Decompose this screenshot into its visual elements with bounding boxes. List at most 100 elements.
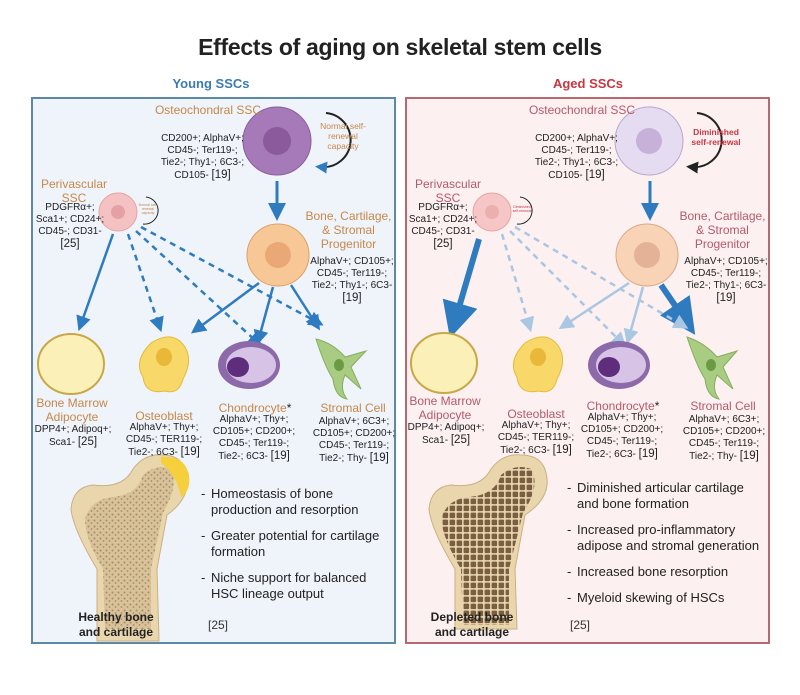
marker-line: CD105+; CD200+; [312,428,396,439]
aged-chondrocyte-label: Chondrocyte* [579,399,667,413]
figure-title: Effects of aging on skeletal stem cells [198,34,602,60]
healthy-femur-illustration [70,454,190,642]
marker-line: CD45-; CD31- [38,226,102,237]
aged-progenitor-cell [615,223,679,287]
differentiation-arrow [253,286,275,346]
marker-line: CD45-; TER119-; [497,432,575,443]
chondrocyte-cell [588,341,650,389]
aged-progenitor-label: Bone, Cartilage, & Stromal Progenitor [679,209,766,251]
young-adipocyte-label: Bone Marrow Adipocyte [36,396,108,424]
marker-line: PDGFRα+; [45,202,95,213]
aged-progenitor-markers: AlphaV+; CD105+; CD45-; Ter119-; Tie2-; … [682,256,770,304]
citation: [19] [369,452,389,464]
dashed-differentiation-arrow [135,230,263,348]
young-diagram-graphics [37,106,368,642]
marker-line: AlphaV+; 6C3+; [318,416,390,427]
reduced-differentiation-arrow [509,230,627,348]
marker-line: CD45-; CD31- [411,226,475,237]
outcome-item: Increased pro-inflammatory adipose and s… [567,522,767,554]
outcome-item: Niche support for balanced HSC lineage o… [201,570,391,602]
marker-line: AlphaV+; 6C3+; [688,414,760,425]
young-osteoblast-markers: AlphaV+; Thy+; CD45-; TER119-; Tie2-; 6C… [125,422,203,459]
dashed-differentiation-arrow [140,225,324,326]
aged-chondrocyte-markers: AlphaV+; Thy+; CD105+; CD200+; CD45-; Te… [577,412,667,461]
self-renewal-arrow-icon [516,196,533,225]
marker-line: Tie2-; Thy1-; 6C3-; [160,157,245,168]
marker-line: AlphaV+; Thy+; [129,422,199,433]
marker-line: CD45-; Ter119-; [218,438,290,449]
depleted-femur-illustration [428,454,548,630]
citation: [19] [716,292,736,304]
marker-line: DPP4+; Adipoq+; [34,424,112,435]
marker-line: CD45-; Ter119-; [318,440,390,451]
young-chondrocyte-markers: AlphaV+; Thy+; CD105+; CD200+; CD45-; Te… [209,414,299,463]
marker-line: Tie2-; Thy1-; 6C3- [685,280,767,291]
marker-line: CD105- [174,170,209,181]
young-osteochondral-ssc-cell [242,106,312,176]
outcome-item: Diminished articular cartilage and bone … [567,480,767,512]
marker-line: Tie2-; Thy- [689,451,737,462]
marker-line: CD105- [548,170,583,181]
citation: [19] [739,450,759,462]
aged-perivascular-ssc-cell [472,192,512,232]
aged-perivascular-renewal-label: Diminished self-renewal [512,205,532,213]
young-outcomes-list: Homeostasis of bone production and resor… [201,486,391,612]
marker-line: Tie2-; 6C3- [218,451,268,462]
differentiation-arrow [190,281,260,334]
outcome-item: Increased bone resorption [567,564,767,580]
young-perivascular-markers: PDGFRα+; Sca1+; CD24+; CD45-; CD31- [25] [35,202,105,250]
marker-line: CD105+; CD200+; [682,426,766,437]
young-progenitor-markers: AlphaV+; CD105+; CD45-; Ter119-; Tie2-; … [308,256,396,304]
aged-osteochondral-renewal-label: Diminished self-renewal [691,127,741,147]
marker-line: Sca1+; CD24+; [35,214,105,225]
young-progenitor-label: Bone, Cartilage, & Stromal Progenitor [305,209,392,251]
aged-adipocyte-markers: DPP4+; Adipoq+; Sca1- [25] [407,422,485,447]
young-ssc-panel: Osteochondral SSC CD200+; AlphaV+; CD45-… [31,97,396,644]
citation: [25] [450,434,471,446]
aged-osteoblast-markers: AlphaV+; Thy+; CD45-; TER119-; Tie2-; 6C… [497,420,575,457]
chondrocyte-name: Chondrocyte [218,401,287,415]
marker-line: CD45-; TER119-; [125,434,203,445]
young-panel-heading: Young SSCs [172,76,250,91]
young-perivascular-ssc-cell [98,192,138,232]
marker-line: CD105+; CD200+; [212,426,296,437]
enhanced-differentiation-arrow [442,238,482,339]
marker-line: AlphaV+; Thy+; [587,412,657,423]
chondrocyte-cell [218,341,280,389]
marker-line: AlphaV+; CD105+; [310,256,394,267]
marker-line: AlphaV+; Thy+; [219,414,289,425]
aged-perivascular-markers: PDGFRα+; Sca1+; CD24+; CD45-; CD31- [25] [407,202,479,250]
young-adipocyte-markers: DPP4+; Adipoq+; Sca1- [25] [33,424,113,449]
aged-stromal-label: Stromal Cell [690,399,756,413]
marker-line: CD45-; Ter119-; [167,145,238,156]
young-osteochondral-ssc-label: Osteochondral SSC [154,103,262,117]
young-outcomes-citation: [25] [208,618,229,632]
marker-line: CD45-; Ter119-; [688,438,760,449]
marker-line: Tie2-; Thy- [319,453,367,464]
citation: [25] [77,436,98,448]
young-chondrocyte-label: Chondrocyte* [211,401,299,415]
adipocyte-cell [410,332,478,394]
young-stromal-label: Stromal Cell [320,401,386,415]
marker-line: CD200+; AlphaV+; [535,133,618,144]
marker-line: CD45-; Ter119-; [586,436,658,447]
citation: [19] [638,448,658,460]
young-osteochondral-renewal-label: Normal self-renewal capacity [320,121,366,151]
aged-bone-caption: Depleted bone and cartilage [430,610,514,639]
marker-line: Sca1+; CD24+; [408,214,478,225]
citation: [19] [342,292,362,304]
self-renewal-arrow-icon [142,196,159,225]
marker-line: CD45-; Ter119-; [541,145,612,156]
marker-line: DPP4+; Adipoq+; [407,422,485,433]
young-progenitor-cell [246,223,310,287]
marker-line: CD200+; AlphaV+; [161,133,244,144]
aged-stromal-markers: AlphaV+; 6C3+; CD105+; CD200+; CD45-; Te… [681,414,767,463]
marker-line: Tie2-; Thy1-; 6C3-; [534,157,619,168]
young-perivascular-renewal-label: Normal self-renewal capacity [138,203,158,215]
asterisk-note: * [654,399,660,413]
aged-osteoblast-label: Osteoblast [507,407,565,421]
citation: [25] [60,238,80,250]
citation: [19] [180,446,200,458]
marker-line: PDGFRα+; [418,202,468,213]
marker-line: Tie2-; Thy1-; 6C3- [311,280,393,291]
